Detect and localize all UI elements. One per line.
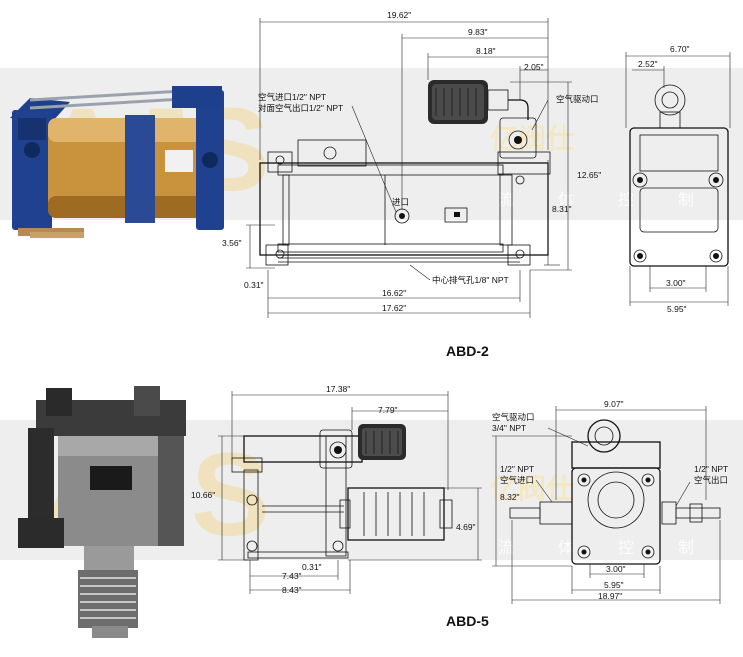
abd5-dim-1066: 10.66": [191, 490, 215, 500]
abd2-dim-1265: 12.65": [577, 170, 601, 180]
abd5-label-right-outlet: 空气出口: [694, 475, 728, 485]
abd2-label-opposite-outlet: 对面空气出口1/2" NPT: [258, 103, 343, 113]
watermark-slogan-3: 控: [618, 191, 634, 209]
abd2-dim-1762: 17.62": [382, 303, 406, 313]
abd5-side-dim-907: 9.07": [604, 399, 624, 409]
watermark-slogan-1: 流: [498, 191, 514, 209]
abd5-side-view: 9.07" 8.32" 3.00" 5.95" 18.97" 空气驱动口 3/4…: [492, 399, 728, 604]
abd2-side-dim-595: 5.95": [667, 304, 687, 314]
abd5-side-dim-300: 3.00": [606, 564, 626, 574]
abd2-dim-983: 9.83": [468, 27, 488, 37]
abd2-product-photo: [10, 86, 224, 238]
abd2-dim-831: 8.31": [552, 204, 572, 214]
watermark-slogan-4: 制: [678, 191, 694, 209]
watermark-brand: 亿阀仕: [490, 123, 574, 154]
abd5-front-view: 17.38" 7.79" 10.66" 4.69" 0.31" 7.43" 8.…: [191, 384, 482, 595]
watermark-slogan-2: 体: [558, 191, 574, 209]
abd2-dim-overall: 19.62": [387, 10, 411, 20]
abd5-model-title: ABD-5: [446, 613, 489, 629]
abd2-side-dim-252: 2.52": [638, 59, 658, 69]
abd5-side-dim-595: 5.95": [604, 580, 624, 590]
abd5-label-air-drive-size: 3/4" NPT: [492, 423, 526, 433]
abd5-dim-743: 7.43": [282, 571, 302, 581]
abd5-dim-843: 8.43": [282, 585, 302, 595]
abd5-side-dim-832: 8.32": [500, 492, 520, 502]
abd2-dim-1662: 16.62": [382, 288, 406, 298]
abd2-dim-031: 0.31": [244, 280, 264, 290]
abd5-dim-469: 4.69": [456, 522, 476, 532]
abd2-dim-356: 3.56": [222, 238, 242, 248]
watermark-slogan-1: 流: [498, 539, 514, 557]
abd2-label-air-inlet: 空气进口1/2" NPT: [258, 92, 326, 102]
abd5-side-dim-1897: 18.97": [598, 591, 622, 601]
abd5-cylinder: [347, 487, 445, 541]
abd5-label-left-inlet: 空气进口: [500, 475, 534, 485]
abd2-label-inlet: 进口: [392, 197, 409, 207]
abd5-dim-overall: 17.38": [326, 384, 350, 394]
abd5-label-air-drive: 空气驱动口: [492, 412, 535, 422]
abd2-model-title: ABD-2: [446, 343, 489, 359]
abd2-dim-818: 8.18": [476, 46, 496, 56]
watermark-slogan-4: 制: [678, 539, 694, 557]
abd2-dim-205: 2.05": [524, 62, 544, 72]
abd2-front-view: 19.62" 9.83" 8.18" 2.05" 3.56" 0.31" 16.…: [222, 10, 601, 318]
abd2-side-view: 6.70" 2.52" 3.00" 5.95": [625, 44, 731, 314]
abd5-label-left-npt: 1/2" NPT: [500, 464, 534, 474]
watermark-brand: 亿阀仕: [490, 473, 574, 504]
abd2-side-dim-670: 6.70": [670, 44, 690, 54]
abd2-side-dim-300: 3.00": [666, 278, 686, 288]
watermark-slogan-3: 控: [618, 539, 634, 557]
abd5-product-photo: [18, 386, 186, 638]
abd5-dim-779: 7.79": [378, 405, 398, 415]
abd5-dim-031: 0.31": [302, 562, 322, 572]
abd5-label-right-npt: 1/2" NPT: [694, 464, 728, 474]
abd2-label-center-vent: 中心排气孔1/8" NPT: [432, 275, 509, 285]
watermark-slogan-2: 体: [558, 539, 574, 557]
abd2-label-air-drive: 空气驱动口: [556, 94, 599, 104]
